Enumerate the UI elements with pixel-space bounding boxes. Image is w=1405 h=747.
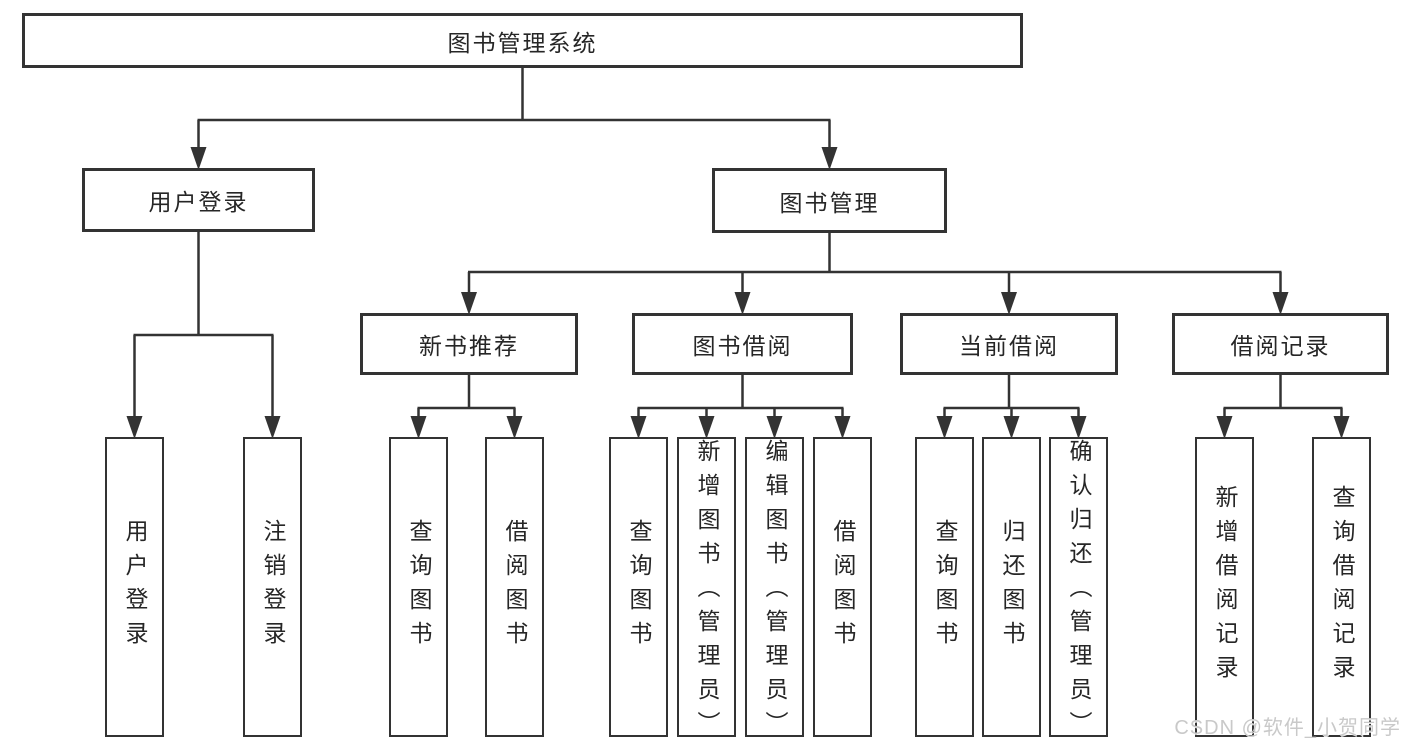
arrowhead-icon xyxy=(506,416,523,439)
node-label: 图书借阅 xyxy=(692,333,793,359)
node-label: 新书推荐 xyxy=(419,333,519,359)
arrowhead-icon xyxy=(834,416,851,439)
node-user-login: 用户登录 xyxy=(82,168,315,232)
arrowhead-icon xyxy=(766,416,783,439)
node-label: 注销登录 xyxy=(260,519,286,655)
node-query-books-1: 查询图书 xyxy=(389,437,448,737)
node-book-mgmt: 图书管理 xyxy=(712,168,947,233)
arrowhead-icon xyxy=(936,416,953,439)
node-label: 新增图书（管理员） xyxy=(694,439,720,745)
arrowhead-icon xyxy=(1333,416,1350,439)
node-add-book-admin: 新增图书（管理员） xyxy=(677,437,736,745)
node-book-borrow: 图书借阅 xyxy=(632,313,853,375)
node-label: 用户登录 xyxy=(148,189,249,215)
node-logout-action: 注销登录 xyxy=(243,437,302,737)
arrowhead-icon xyxy=(630,416,647,439)
node-label: 当前借阅 xyxy=(959,333,1059,359)
watermark: CSDN @软件_小贺同学 xyxy=(1174,717,1401,739)
arrowhead-icon xyxy=(1003,416,1020,439)
node-label: 确认归还（管理员） xyxy=(1066,439,1092,745)
node-confirm-return-admin: 确认归还（管理员） xyxy=(1049,437,1108,745)
arrowhead-icon xyxy=(126,416,143,439)
node-label: 查询图书 xyxy=(932,519,958,655)
node-new-book-rec: 新书推荐 xyxy=(360,313,578,375)
node-return-book: 归还图书 xyxy=(982,437,1041,737)
arrowhead-icon xyxy=(461,292,477,315)
node-edit-book-admin: 编辑图书（管理员） xyxy=(745,437,804,745)
arrowhead-icon xyxy=(1272,292,1289,315)
node-add-borrow-record: 新增借阅记录 xyxy=(1195,437,1254,737)
node-query-books-2: 查询图书 xyxy=(609,437,668,737)
arrowhead-icon xyxy=(734,292,751,315)
arrowhead-icon xyxy=(1216,416,1233,439)
node-borrow-books-1: 借阅图书 xyxy=(485,437,544,737)
node-user-login-action: 用户登录 xyxy=(105,437,164,737)
node-root: 图书管理系统 xyxy=(22,13,1023,68)
node-label: 新增借阅记录 xyxy=(1212,485,1238,689)
node-label: 编辑图书（管理员） xyxy=(762,439,788,745)
node-borrow-books-2: 借阅图书 xyxy=(813,437,872,737)
node-label: 用户登录 xyxy=(122,519,148,655)
node-label: 查询借阅记录 xyxy=(1329,485,1355,689)
node-query-books-3: 查询图书 xyxy=(915,437,974,737)
node-label: 借阅记录 xyxy=(1230,333,1331,359)
arrowhead-icon xyxy=(410,416,427,439)
node-label: 图书管理 xyxy=(779,189,880,216)
arrowhead-icon xyxy=(1001,292,1017,315)
node-borrow-records: 借阅记录 xyxy=(1172,313,1389,375)
node-label: 借阅图书 xyxy=(830,519,856,655)
arrowhead-icon xyxy=(821,147,838,170)
arrowhead-icon xyxy=(190,147,207,170)
arrowhead-icon xyxy=(1070,416,1087,439)
node-current-borrow: 当前借阅 xyxy=(900,313,1118,375)
arrowhead-icon xyxy=(698,416,715,439)
node-label: 图书管理系统 xyxy=(447,29,598,56)
node-label: 查询图书 xyxy=(626,519,652,655)
node-label: 查询图书 xyxy=(406,519,432,655)
arrowhead-icon xyxy=(264,416,281,439)
node-label: 归还图书 xyxy=(999,519,1025,655)
node-query-borrow-record: 查询借阅记录 xyxy=(1312,437,1371,737)
node-label: 借阅图书 xyxy=(502,519,528,655)
